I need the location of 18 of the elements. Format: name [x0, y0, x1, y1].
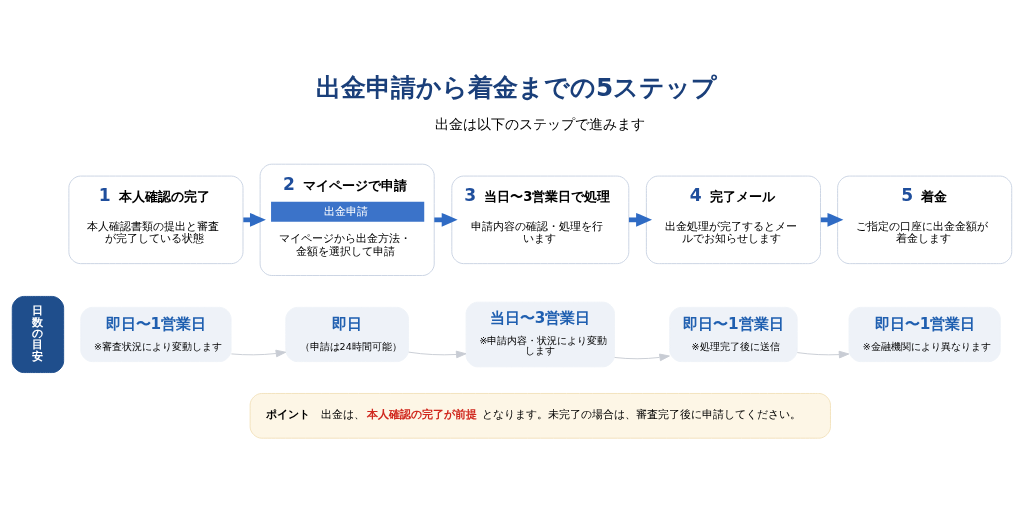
node-box: 当日〜3営業日 ※申請内容・状況により変動します [465, 301, 615, 368]
arrow [614, 353, 670, 362]
node-box: 即日〜1営業日 ※金融機関により異なります [848, 306, 1001, 363]
arrow [408, 350, 467, 359]
arrow [230, 349, 287, 358]
node-box: 5 着金 ご指定の口座に出金金額が着金します [837, 175, 1013, 265]
label: 出金は以下のステップで進みます [435, 116, 646, 133]
node-box: 4 完了メール 出金処理が完了するとメールでお知らせします [645, 175, 821, 265]
node-box: 日数の目安 [11, 295, 65, 374]
node-box: 即日〜1営業日 ※処理完了後に送信 [669, 306, 798, 363]
node-box: 1 本人確認の完了 本人確認書類の提出と審査が完了している状態 [68, 175, 244, 265]
diagram-title: 出金申請から着金までの5ステップ [316, 73, 718, 103]
node-box: 2 マイページで申請 出金申請 マイページから出金方法・金額を選択して申請 [259, 163, 435, 276]
node-box: ポイント 出金は、本人確認の完了が前提となります。未完了の場合は、審査完了後に申請してください。 [249, 393, 831, 439]
arrow [796, 350, 850, 359]
node-box: 即日〜1営業日 ※審査状況により変動します [80, 306, 232, 363]
node-box: 即日 （申請は24時間可能） [285, 306, 409, 363]
node-box: 3 当日〜3営業日で処理 申請内容の確認・処理を行います [451, 175, 630, 265]
